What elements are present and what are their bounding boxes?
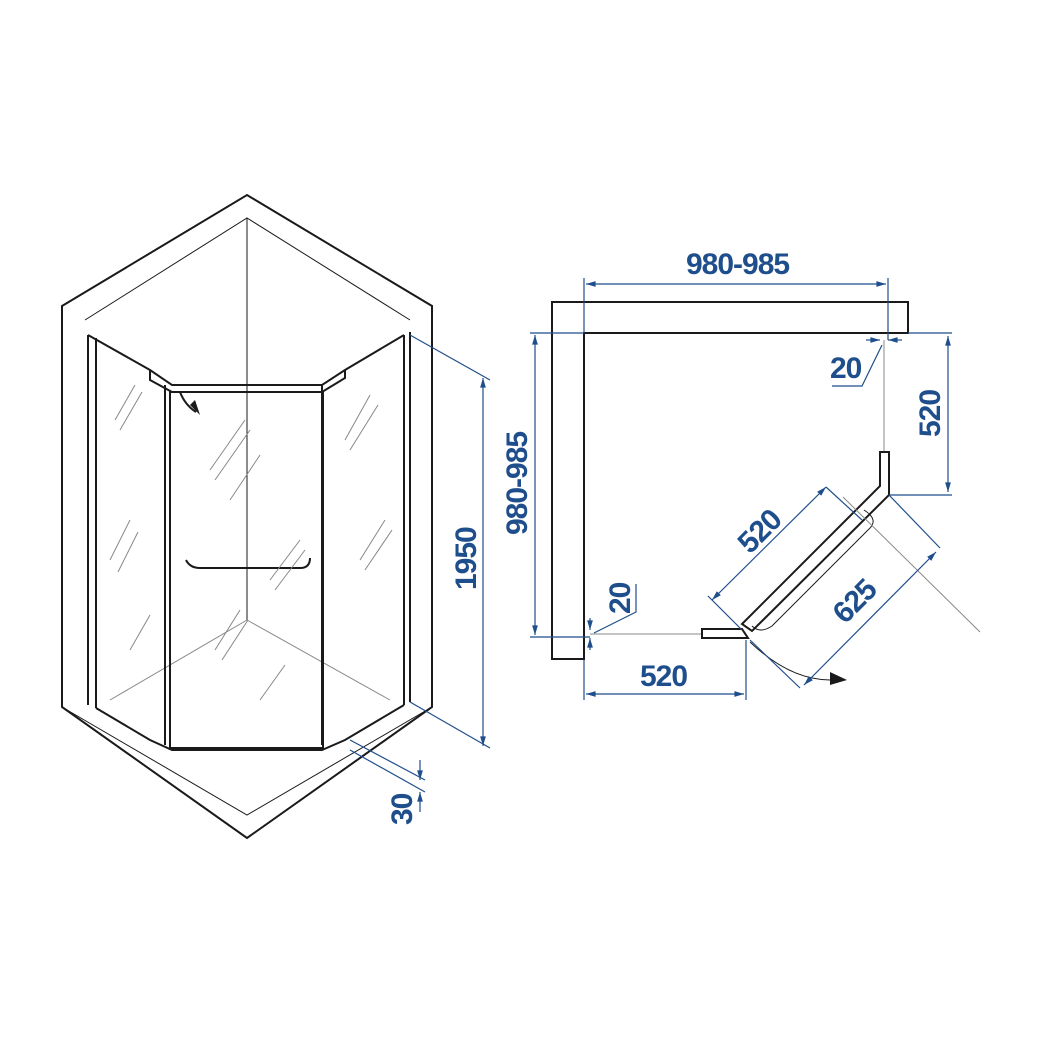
- bottom-fixed-label: 520: [640, 660, 687, 693]
- door-swing-arc: [749, 641, 831, 681]
- width-label: 980-985: [686, 248, 789, 281]
- diagonal-label: 520: [732, 503, 789, 560]
- bottom-gap-label: 20: [604, 582, 637, 614]
- bottom-rail: [95, 704, 405, 751]
- height-label: 1950: [450, 527, 483, 590]
- floor-corner-line: [109, 619, 391, 701]
- swing-arrow-head: [830, 672, 847, 685]
- isometric-view: 1950 30: [61, 193, 491, 840]
- door-handle[interactable]: [185, 557, 311, 569]
- top-rail: [87, 334, 405, 386]
- door-swing-arrow: [179, 391, 197, 413]
- plan-view: 980-985 980-985 520 20 520 20 520: [501, 248, 981, 700]
- bottom-fixed-profile: [701, 628, 750, 639]
- swing-arrow-head: [190, 400, 200, 415]
- right-gap-label: 20: [830, 352, 862, 385]
- right-wall-profile: [403, 332, 411, 705]
- tray-top-edge: [61, 706, 433, 816]
- glass-texture: [109, 384, 393, 701]
- left-wall-profile: [87, 335, 97, 708]
- right-fixed-profile: [740, 451, 890, 633]
- door-width-label: 625: [827, 573, 884, 630]
- tray-height-label: 30: [386, 793, 419, 825]
- depth-label: 980-985: [501, 432, 534, 535]
- right-fixed-label: 520: [914, 390, 947, 437]
